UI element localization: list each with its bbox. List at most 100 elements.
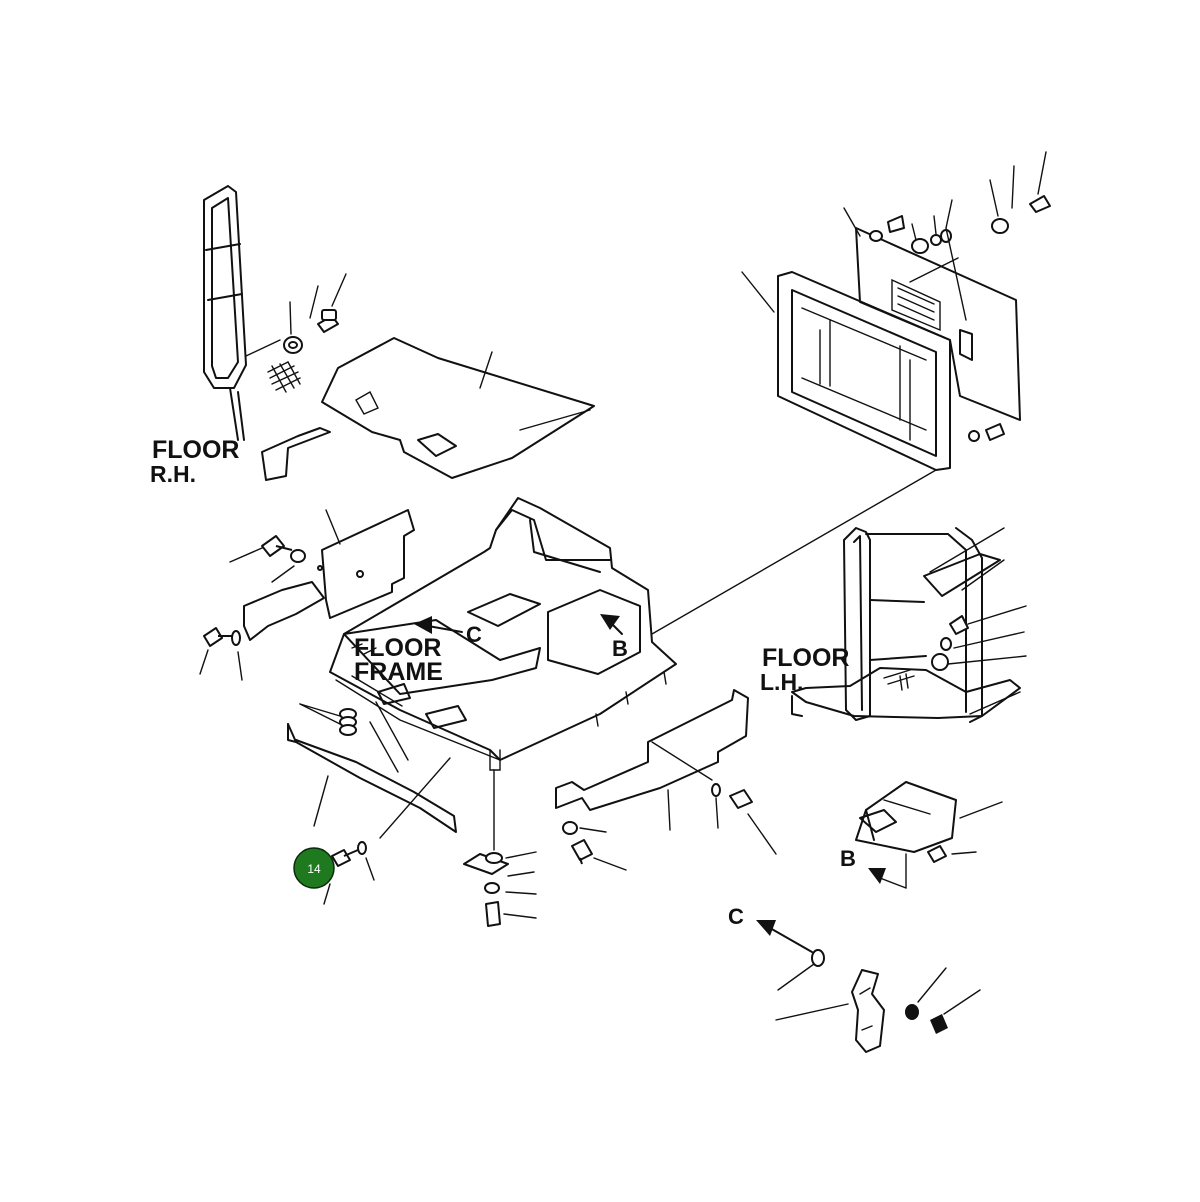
detail-c-nuts	[905, 1004, 948, 1034]
leader-line	[331, 273, 347, 307]
leader-line	[945, 227, 967, 321]
leader-line	[313, 775, 329, 827]
stud-lower-right	[571, 839, 593, 865]
callout-14[interactable]: 14	[293, 847, 335, 889]
washer-spacer-right	[283, 336, 303, 354]
leader-line	[309, 285, 319, 319]
leader-line	[929, 527, 1005, 573]
frame-feet	[595, 671, 667, 727]
leader-line	[375, 701, 409, 761]
bolt-right-bracket	[729, 789, 753, 809]
arrow-b-frame	[600, 614, 623, 635]
leader-line	[505, 891, 537, 895]
label-floor-frame-2: FRAME	[354, 658, 443, 686]
plate-fasteners	[869, 195, 1051, 442]
leader-line	[951, 851, 977, 855]
leader-line	[843, 207, 861, 237]
callout-14-badge[interactable]	[293, 847, 335, 889]
bolt-left-2	[203, 627, 232, 647]
side-bracket-left	[243, 509, 415, 641]
leader-line	[943, 989, 981, 1015]
leader-line	[953, 631, 1025, 649]
leader-line	[503, 913, 537, 919]
leader-line	[917, 967, 947, 1003]
detail-b-cover	[855, 781, 957, 853]
bolt-left-1	[261, 535, 293, 557]
leader-line	[969, 691, 1021, 715]
rear-panel	[777, 271, 951, 471]
floor-plate-right	[321, 337, 595, 479]
leader-line	[199, 649, 209, 675]
ref-c-bracket: C	[728, 904, 744, 929]
leader-line	[911, 223, 917, 241]
floor-frame	[329, 497, 677, 771]
washer-lower-right	[562, 821, 578, 835]
bolt-right-top	[317, 309, 339, 333]
washer-callout-14	[357, 841, 367, 855]
callout-14-number: 14	[307, 862, 321, 876]
washer-left-2	[231, 630, 241, 646]
leader-line	[651, 741, 713, 781]
center-plate-stack	[463, 852, 509, 927]
leader-line	[593, 857, 627, 871]
leader-line	[775, 1003, 849, 1021]
leader-line	[715, 797, 719, 829]
leader-line	[651, 469, 937, 635]
side-bracket-right	[555, 689, 749, 811]
leader-line	[299, 703, 341, 725]
leader-line	[237, 651, 243, 681]
label-floor-lh-2: L.H.	[760, 669, 803, 695]
label-floor-rh-1: FLOOR	[152, 436, 240, 464]
leader-line	[289, 301, 292, 335]
door-plate	[855, 227, 1021, 421]
leader-line	[271, 565, 295, 583]
leader-line	[933, 215, 937, 235]
leader-line	[989, 179, 999, 217]
handrail-left	[843, 527, 983, 723]
leader-line	[777, 963, 815, 991]
bracket-lower-left	[791, 695, 803, 717]
leader-line	[299, 703, 341, 717]
leader-line	[747, 813, 777, 855]
ref-b-frame: B	[612, 636, 628, 661]
detail-c-bracket	[851, 969, 885, 1053]
washer-right-bracket	[711, 783, 721, 797]
leader-line	[229, 547, 263, 563]
mesh-grille-small	[267, 361, 301, 393]
fasteners-left	[931, 615, 969, 671]
bracket-right-small	[261, 427, 331, 481]
leader-line	[667, 789, 671, 831]
frame-shims	[339, 708, 357, 736]
handrail-right	[203, 185, 247, 441]
leader-line	[959, 801, 1003, 819]
leader-line	[325, 509, 341, 545]
leader-line	[909, 257, 959, 283]
arrow-c-detail	[756, 920, 813, 953]
bolt-callout-14	[331, 849, 359, 867]
leader-line	[947, 655, 1027, 665]
leader-line	[1011, 165, 1015, 209]
detail-c-washer	[811, 949, 825, 967]
leader-line	[507, 871, 535, 877]
leader-line	[579, 827, 607, 833]
detail-b-bolt	[927, 845, 947, 863]
floor-plate-left	[791, 667, 1021, 719]
leader-line	[323, 883, 331, 905]
leader-line	[365, 857, 375, 881]
label-floor-lh-1: FLOOR	[762, 644, 850, 672]
leader-line	[879, 877, 907, 889]
arrow-c-frame	[414, 616, 463, 634]
leader-line	[369, 721, 399, 773]
leader-line	[505, 851, 537, 859]
leader-line	[741, 271, 775, 313]
leader-line	[1037, 151, 1047, 195]
arrow-b-detail	[868, 868, 886, 884]
washer-left-1	[290, 549, 306, 563]
leader-line	[379, 757, 451, 839]
leader-line	[967, 605, 1027, 625]
ref-c-frame: C	[466, 622, 482, 647]
ref-b-cover: B	[840, 846, 856, 871]
label-floor-frame-1: FLOOR	[354, 634, 442, 662]
leader-line	[245, 339, 281, 357]
